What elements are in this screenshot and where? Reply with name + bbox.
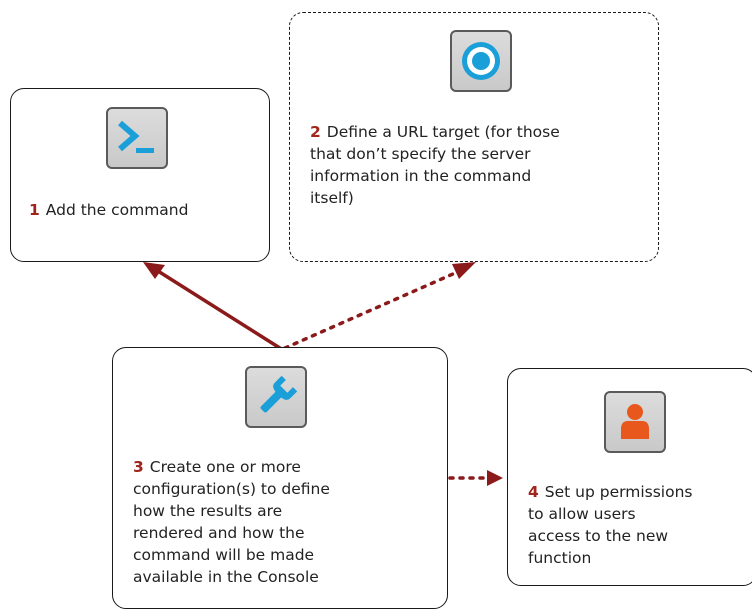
step-1-label: 1 Add the command bbox=[29, 199, 188, 221]
step-2-text: Define a URL target (for those that don’… bbox=[310, 123, 560, 207]
step-4-text: Set up permissions to allow users access… bbox=[528, 483, 693, 567]
arrow-to-step-2 bbox=[283, 268, 464, 350]
step-1-number: 1 bbox=[29, 201, 40, 219]
step-3-text: Create one or more configuration(s) to d… bbox=[133, 458, 330, 586]
wrench-icon bbox=[245, 366, 307, 428]
arrowhead-step-2 bbox=[452, 262, 476, 279]
target-icon bbox=[450, 30, 512, 92]
terminal-prompt-icon bbox=[106, 107, 168, 169]
step-4-number: 4 bbox=[528, 483, 539, 501]
arrowhead-step-4 bbox=[487, 470, 503, 486]
arrow-to-step-1 bbox=[149, 264, 284, 352]
step-3-number: 3 bbox=[133, 458, 144, 476]
step-1-box: 1 Add the command bbox=[10, 88, 270, 262]
user-icon bbox=[604, 391, 666, 453]
step-1-text: Add the command bbox=[45, 201, 189, 219]
arrowhead-step-1 bbox=[143, 262, 165, 279]
step-2-number: 2 bbox=[310, 123, 321, 141]
